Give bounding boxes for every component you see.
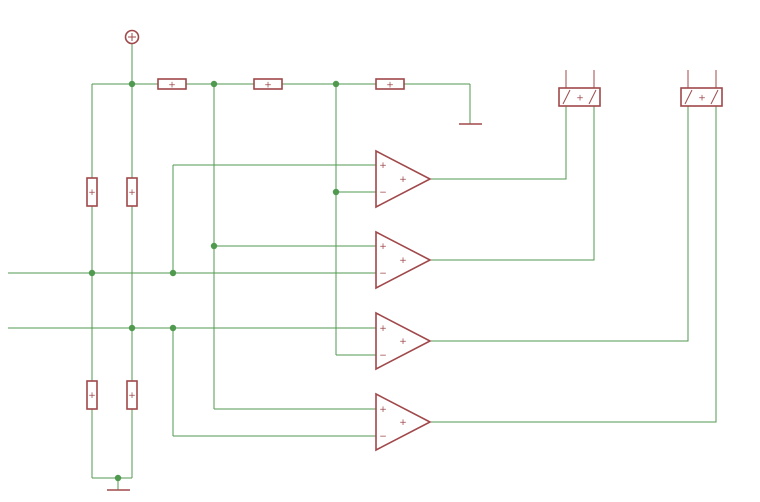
opamp-minus-label: −	[379, 269, 387, 279]
wire	[430, 106, 689, 342]
junction-dot	[114, 474, 122, 482]
opamp-plus-label: +	[379, 324, 387, 334]
junction-dot	[88, 269, 96, 277]
wire	[430, 106, 595, 261]
resistor: +	[86, 177, 98, 207]
vcc-symbol	[124, 29, 140, 45]
opamp: + − +	[375, 149, 432, 209]
opamp-minus-label: −	[379, 351, 387, 361]
switch-mark: +	[698, 94, 706, 104]
resistor-mark: +	[128, 188, 136, 198]
opamp: + − +	[375, 311, 432, 371]
resistor: +	[157, 78, 187, 91]
resistor-mark: +	[128, 391, 136, 401]
resistor: +	[126, 177, 138, 207]
switch: +	[558, 70, 601, 107]
opamp-plus-label: +	[379, 242, 387, 252]
opamp: + − +	[375, 392, 432, 452]
opamp-minus-label: −	[379, 188, 387, 198]
resistor: +	[253, 78, 283, 91]
resistor: +	[86, 380, 98, 410]
opamp-center-mark: +	[399, 337, 407, 347]
opamp-minus-label: −	[379, 432, 387, 442]
resistor-mark: +	[88, 391, 96, 401]
opamp-plus-label: +	[379, 405, 387, 415]
opamp-plus-label: +	[379, 161, 387, 171]
junction-dot	[210, 80, 218, 88]
junction-dot	[128, 324, 136, 332]
resistor-mark: +	[168, 81, 176, 91]
junction-dot	[332, 80, 340, 88]
switch: +	[680, 70, 723, 107]
resistor: +	[375, 78, 405, 91]
junction-dot	[210, 242, 218, 250]
junction-dot	[169, 324, 177, 332]
resistor-mark: +	[88, 188, 96, 198]
opamp-center-mark: +	[399, 256, 407, 266]
wires	[8, 44, 717, 490]
resistor: +	[126, 380, 138, 410]
opamp-center-mark: +	[399, 418, 407, 428]
opamp-center-mark: +	[399, 175, 407, 185]
wire	[430, 106, 567, 180]
wire	[430, 106, 717, 423]
resistor-mark: +	[386, 81, 394, 91]
junction-dot	[332, 188, 340, 196]
switch-mark: +	[576, 94, 584, 104]
opamp: + − +	[375, 230, 432, 290]
junction-dot	[128, 80, 136, 88]
junctions	[88, 80, 340, 482]
junction-dot	[169, 269, 177, 277]
resistor-mark: +	[264, 81, 272, 91]
